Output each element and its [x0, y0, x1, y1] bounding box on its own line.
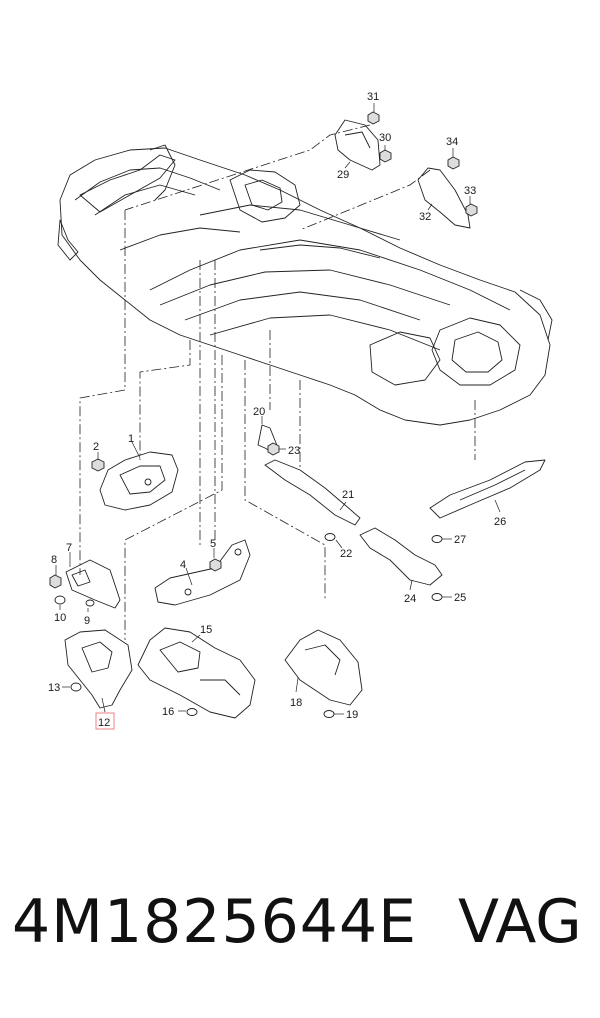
callout-16: 16	[162, 706, 174, 718]
callout-24: 24	[404, 593, 416, 605]
callout-5: 5	[210, 538, 216, 550]
part-26-heat-shield	[429, 459, 546, 519]
callout-19: 19	[346, 709, 358, 721]
part-10-washer	[54, 595, 66, 605]
part-25-nut	[431, 593, 443, 601]
part-4-bracket	[154, 539, 251, 606]
part-30-nut	[379, 149, 392, 163]
callout-20: 20	[253, 406, 265, 418]
part-2-nut	[91, 458, 105, 472]
callout-15: 15	[200, 624, 212, 636]
callout-34: 34	[446, 136, 458, 148]
parts-diagram: 1 2 4 5 7 8 9 10 12 13 15 16 18 19 20 21…	[48, 91, 553, 730]
callout-leaders	[55, 103, 501, 715]
part-18-heat-shield	[284, 629, 363, 706]
part-number: 4M1825644E	[12, 887, 418, 957]
callout-12: 12	[98, 717, 110, 729]
part-15-heat-shield	[137, 627, 256, 719]
callout-21: 21	[342, 489, 354, 501]
part-34-nut	[447, 156, 460, 170]
part-13-nut	[70, 682, 82, 692]
part-5-nut	[209, 558, 222, 572]
part-8-nut	[49, 574, 62, 589]
callout-18: 18	[290, 697, 302, 709]
part-9-bolt	[85, 599, 95, 607]
part-31-nut	[367, 111, 380, 125]
part-22-nut	[324, 533, 336, 541]
part-19-nut	[323, 710, 335, 718]
part-7-bracket	[65, 559, 121, 609]
brand-name: VAG	[458, 887, 582, 957]
callout-2: 2	[93, 441, 99, 453]
callout-7: 7	[66, 542, 72, 554]
callout-27: 27	[454, 534, 466, 546]
callout-4: 4	[180, 559, 186, 571]
callout-33: 33	[464, 185, 476, 197]
callout-31: 31	[367, 91, 379, 103]
callout-12-highlight	[95, 712, 115, 730]
part-23-nut	[267, 442, 280, 456]
part-24-heat-shield	[359, 527, 443, 586]
callout-labels: 1 2 4 5 7 8 9 10 12 13 15 16 18 19 20 21…	[48, 91, 506, 729]
part-1-heat-shield	[99, 451, 179, 511]
callout-29: 29	[337, 169, 349, 181]
callout-13: 13	[48, 682, 60, 694]
part-16-nut	[186, 708, 198, 716]
part-29-heat-shield	[334, 119, 381, 171]
callout-9: 9	[84, 615, 90, 627]
callout-10: 10	[54, 612, 66, 624]
callout-25: 25	[454, 592, 466, 604]
callout-8: 8	[51, 554, 57, 566]
callout-30: 30	[379, 132, 391, 144]
callout-23: 23	[288, 445, 300, 457]
part-21-heat-shield	[264, 459, 361, 526]
part-27-nut	[431, 535, 443, 543]
part-12-heat-shield	[64, 629, 133, 709]
callout-32: 32	[419, 211, 431, 223]
vehicle-underbody	[57, 144, 553, 426]
callout-1: 1	[128, 433, 134, 445]
part-32-heat-shield	[417, 167, 471, 229]
part-33-nut	[465, 203, 478, 217]
callout-26: 26	[494, 516, 506, 528]
callout-22: 22	[340, 548, 352, 560]
leader-lines	[79, 124, 476, 640]
